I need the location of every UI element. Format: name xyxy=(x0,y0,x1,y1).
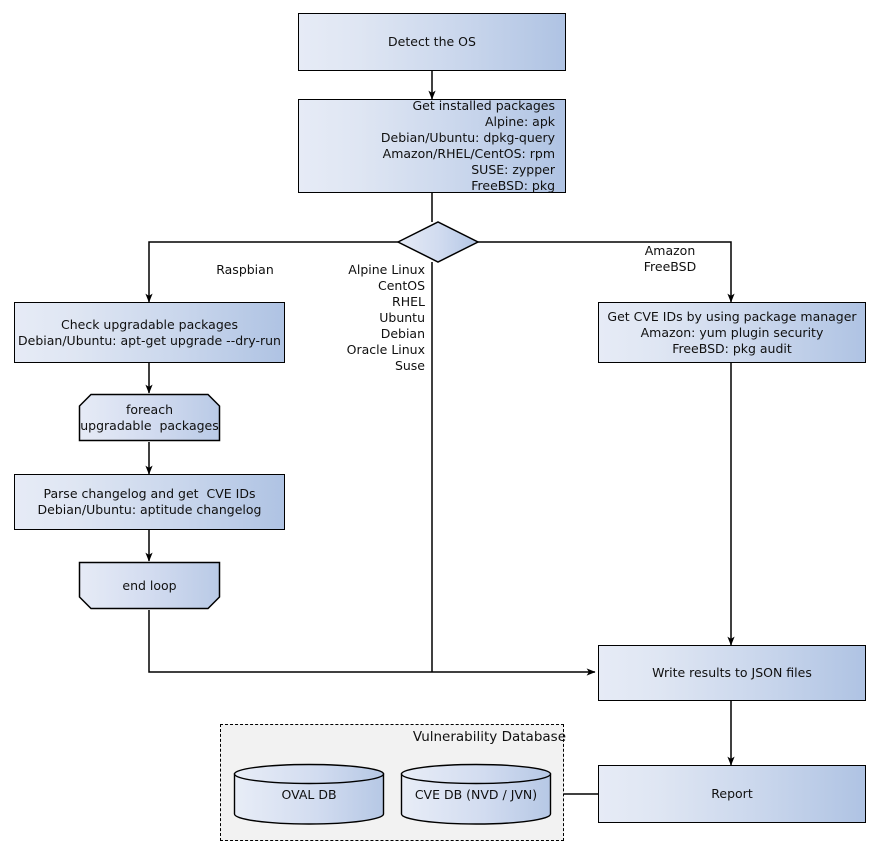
node-oval-db-label: OVAL DB xyxy=(281,786,337,802)
node-oval-db[interactable]: OVAL DB xyxy=(233,763,385,825)
group-vulnerability-database-title: Vulnerability Database xyxy=(412,729,566,745)
node-check-upgradable[interactable]: Check upgradable packages Debian/Ubuntu:… xyxy=(14,302,285,363)
node-end-loop-label: end loop xyxy=(122,577,177,593)
node-foreach-loop[interactable]: foreach upgradable packages xyxy=(78,393,221,442)
edge-label-amazon-freebsd: Amazon FreeBSD xyxy=(643,243,697,274)
node-report[interactable]: Report xyxy=(598,765,866,823)
edge-label-raspbian: Raspbian xyxy=(216,262,274,277)
node-cve-db-label: CVE DB (NVD / JVN) xyxy=(414,786,538,802)
node-os-decision[interactable] xyxy=(396,220,480,264)
node-get-installed-packages[interactable]: Get installed packages Alpine: apk Debia… xyxy=(298,98,566,193)
node-parse-changelog[interactable]: Parse changelog and get CVE IDs Debian/U… xyxy=(14,474,285,530)
node-cve-db[interactable]: CVE DB (NVD / JVN) xyxy=(400,763,552,825)
node-write-results[interactable]: Write results to JSON files xyxy=(598,645,866,701)
edge-endloop-to-write xyxy=(148,610,596,676)
node-detect-os[interactable]: Detect the OS xyxy=(298,13,566,71)
edge-label-linux-distros: Alpine Linux CentOS RHEL Ubuntu Debian O… xyxy=(346,262,425,373)
node-get-cve-ids[interactable]: Get CVE IDs by using package manager Ama… xyxy=(598,302,866,363)
node-foreach-loop-label: foreach upgradable packages xyxy=(80,401,219,433)
node-end-loop[interactable]: end loop xyxy=(78,561,221,610)
